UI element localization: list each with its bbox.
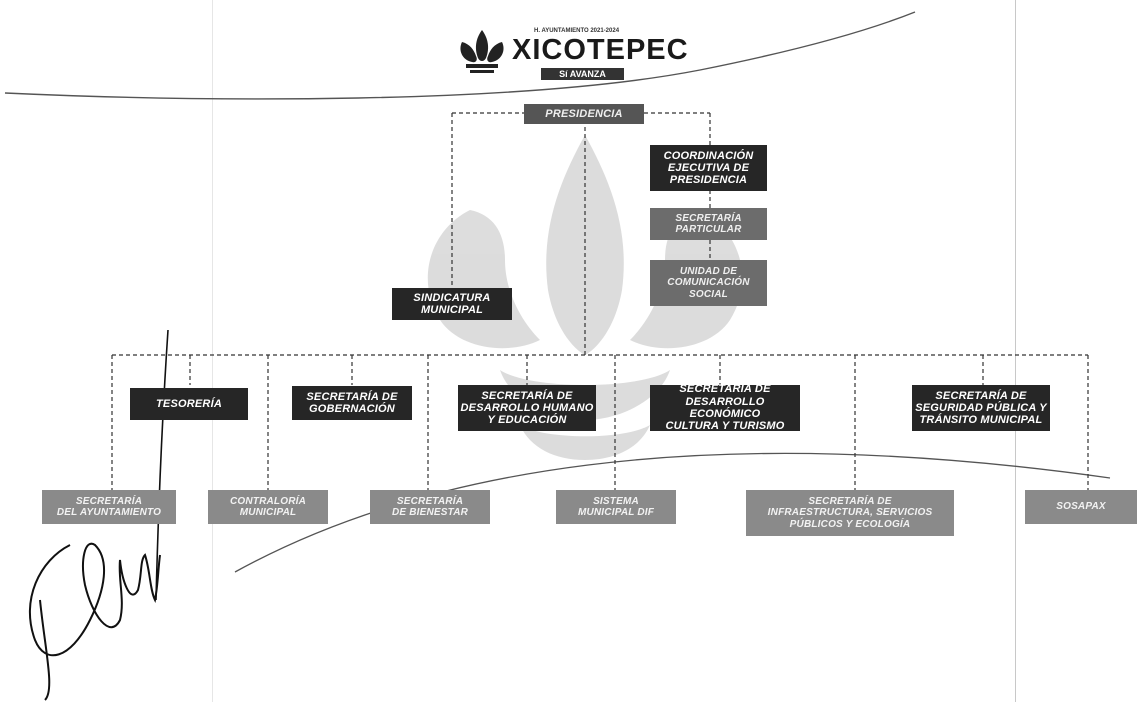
box-presidencia: PRESIDENCIA <box>524 104 644 124</box>
connectors <box>111 112 1089 490</box>
box-bienestar: SECRETARÍA DE BIENESTAR <box>370 490 490 524</box>
box-comunicacion: UNIDAD DE COMUNICACIÓN SOCIAL <box>650 260 767 306</box>
pen-stroke <box>155 329 169 601</box>
box-gobernacion: SECRETARÍA DE GOBERNACIÓN <box>292 386 412 420</box>
page-edge-left <box>212 0 213 702</box>
swoosh-top <box>4 11 916 100</box>
box-tesoreria: TESORERÍA <box>130 388 248 420</box>
box-seguridad: SECRETARÍA DE SEGURIDAD PÚBLICA Y TRÁNSI… <box>912 385 1050 431</box>
logo-slogan: Sí AVANZA <box>541 68 624 80</box>
logo-municipio: XICOTEPEC <box>512 34 689 66</box>
logo-ayuntamiento: H. AYUNTAMIENTO 2021-2024 <box>534 28 620 34</box>
box-sindicatura: SINDICATURA MUNICIPAL <box>392 288 512 320</box>
box-desarrollo-economico: SECRETARÍA DE DESARROLLO ECONÓMICO CULTU… <box>650 383 800 432</box>
page-edge-right <box>1015 0 1016 702</box>
box-sosapax: SOSAPAX <box>1025 490 1137 524</box>
box-contraloria: CONTRALORÍA MUNICIPAL <box>208 490 328 524</box>
box-desarrollo-humano: SECRETARÍA DE DESARROLLO HUMANO Y EDUCAC… <box>458 385 596 431</box>
box-coordinacion: COORDINACIÓN EJECUTIVA DE PRESIDENCIA <box>650 145 767 191</box>
box-particular: SECRETARÍA PARTICULAR <box>650 208 767 240</box>
box-ayuntamiento: SECRETARÍA DEL AYUNTAMIENTO <box>42 490 176 524</box>
box-dif: SISTEMA MUNICIPAL DIF <box>556 490 676 524</box>
signature <box>29 542 161 701</box>
swoosh-bottom <box>234 452 1111 573</box>
logo-emblem-icon <box>460 30 504 73</box>
box-infraestructura: SECRETARÍA DE INFRAESTRUCTURA, SERVICIOS… <box>746 490 954 536</box>
